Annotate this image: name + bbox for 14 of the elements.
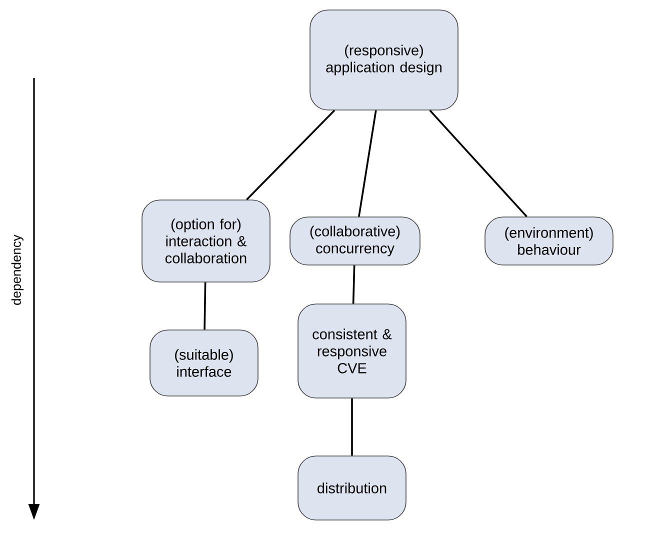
process-box: consistent & responsive CVE <box>298 304 406 398</box>
process-box: (suitable) interface <box>150 330 258 396</box>
connector-line <box>358 110 377 217</box>
connector-line <box>429 110 528 218</box>
connector-line <box>352 265 356 304</box>
process-box: distribution <box>298 456 406 520</box>
process-box: (option for) interaction & collaboration <box>142 200 270 282</box>
process-box: (environment) behaviour <box>484 216 614 266</box>
connector-line <box>204 282 206 330</box>
process-box: (responsive) application design <box>310 10 458 110</box>
process-box: (collaborative) concurrency <box>290 216 420 266</box>
axis-label: dependency <box>11 234 24 305</box>
connector-line <box>246 110 336 200</box>
connector-line <box>351 398 353 456</box>
